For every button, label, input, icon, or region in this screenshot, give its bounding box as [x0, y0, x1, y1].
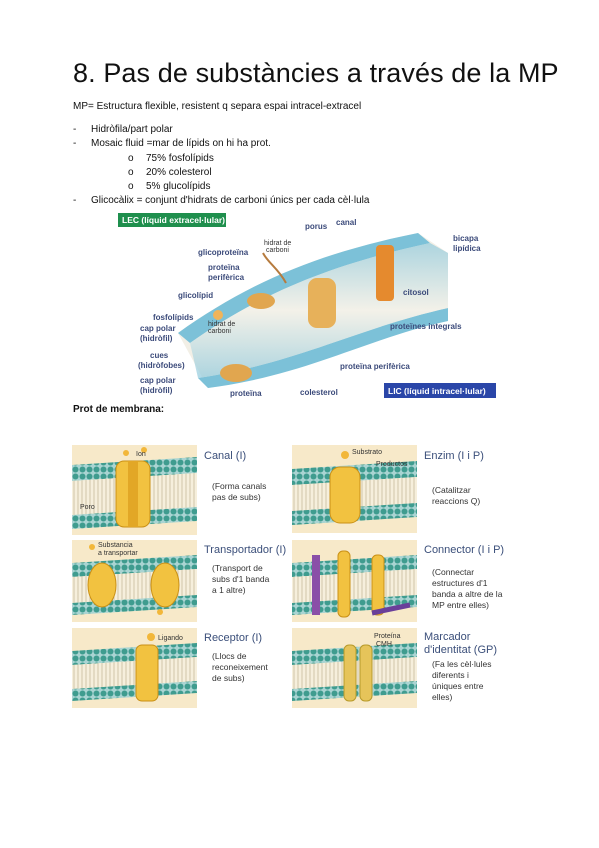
- peripheral-protein: [247, 293, 275, 309]
- protein-panels: Ion Poro Canal (I) (Forma canals pas de …: [72, 445, 504, 708]
- label-hidrat-small-2: carboni: [208, 328, 231, 335]
- inner-heads: [198, 308, 448, 388]
- label-perif-bottom: proteïna perifèrica: [340, 362, 410, 371]
- protein-desc: (Fa les cèl·lules: [432, 659, 492, 669]
- panel-connector: [292, 540, 417, 622]
- protein-section-title: Prot de membrana:: [73, 404, 165, 415]
- page-title: 8. Pas de substàncies a través de la MP: [73, 58, 559, 88]
- label-perif-1: proteïna: [208, 263, 240, 272]
- panel-canal: Ion Poro: [72, 445, 197, 535]
- label-perif-2: perifèrica: [208, 273, 245, 282]
- protein-name: Receptor (I): [204, 632, 262, 644]
- protein-desc: reaccions Q): [432, 496, 480, 506]
- protein-name: Transportador (I): [204, 544, 286, 556]
- protein-name: Marcador: [424, 631, 471, 643]
- label-bicapa-2: lipídica: [453, 244, 481, 253]
- label-productos: Productos: [376, 461, 408, 468]
- protein-desc: reconeixement: [212, 662, 268, 672]
- glycolipid-mark: [213, 310, 223, 320]
- label-ion: Ion: [136, 451, 146, 458]
- protein-desc: banda a altre de la: [432, 589, 503, 599]
- label-cap-polar-1: cap polar: [140, 324, 176, 333]
- panel-marcador: Proteína CMH: [292, 628, 417, 708]
- label-bicapa-1: bicapa: [453, 234, 479, 243]
- outer-heads: [178, 233, 430, 343]
- panel-transportador: Substancia a transportar: [72, 540, 197, 622]
- label-poro: Poro: [80, 504, 95, 511]
- membrane-definition: MP= Estructura flexible, resistent q sep…: [73, 101, 362, 112]
- lic-label: LIC (líquid intracel·lular): [388, 386, 486, 396]
- label-a-transportar: a transportar: [98, 550, 138, 557]
- label-hidrat-1: hidrat de: [264, 240, 291, 247]
- protein-name: Connector (I i P): [424, 544, 504, 556]
- lic-banner: [384, 383, 496, 398]
- label-colesterol: colesterol: [300, 388, 338, 397]
- protein-desc: pas de subs): [212, 492, 261, 502]
- protein-desc: diferents i: [432, 670, 469, 680]
- protein-desc: (Forma canals: [212, 481, 266, 491]
- channel-protein: [376, 245, 394, 301]
- protein-desc: subs d'1 banda: [212, 574, 270, 584]
- label-hidrat-small-1: hidrat de: [208, 321, 235, 328]
- protein-desc: estructures d'1: [432, 578, 488, 588]
- label-hidrofobes: (hidròfobes): [138, 361, 185, 370]
- label-substrato: Substrato: [352, 449, 382, 456]
- label-cues: cues: [150, 351, 169, 360]
- protein-desc: a 1 altre): [212, 585, 246, 595]
- lec-banner: [118, 213, 226, 227]
- membrane-diagram: LEC (líquid extracel·lular) glicoproteïn…: [118, 213, 496, 398]
- protein-desc: (Transport de: [212, 563, 263, 573]
- peripheral-protein-bottom: [220, 364, 252, 382]
- label-proteina: Proteína: [374, 633, 401, 640]
- protein-desc: (Llocs de: [212, 651, 247, 661]
- label-glicolipid: glicolípid: [178, 291, 213, 300]
- panel-receptor: Ligando: [72, 628, 197, 708]
- label-integrals: proteïnes integrals: [390, 322, 462, 331]
- label-fosfolipids: fosfolípids: [153, 313, 194, 322]
- label-cap-polar-2: cap polar: [140, 376, 176, 385]
- label-glicoproteina: glicoproteïna: [198, 248, 249, 257]
- label-cmh: CMH: [376, 641, 392, 648]
- protein-name: Canal (I): [204, 450, 246, 462]
- label-porus: porus: [305, 222, 328, 231]
- protein-desc: de subs): [212, 673, 245, 683]
- protein-desc: elles): [432, 692, 452, 702]
- label-ligando: Ligando: [158, 635, 183, 642]
- protein-desc: MP entre elles): [432, 600, 489, 610]
- label-hidrofil-2: (hidròfil): [140, 386, 173, 395]
- lec-label: LEC (líquid extracel·lular): [122, 215, 225, 225]
- protein-name: Enzim (I i P): [424, 450, 484, 462]
- integral-protein: [308, 278, 336, 328]
- panel-enzim: Substrato Productos: [292, 445, 417, 533]
- protein-name-2: d'identitat (GP): [424, 644, 497, 656]
- label-citosol: citosol: [403, 288, 429, 297]
- protein-desc: úniques entre: [432, 681, 484, 691]
- protein-desc: (Catalitzar: [432, 485, 471, 495]
- label-hidrofil: (hidròfil): [140, 334, 173, 343]
- glycoprotein-chain: [262, 252, 287, 284]
- label-canal: canal: [336, 218, 356, 227]
- label-proteina: proteïna: [230, 389, 262, 398]
- protein-desc: (Connectar: [432, 567, 474, 577]
- label-substancia: Substancia: [98, 542, 133, 549]
- label-hidrat-2: carboni: [266, 247, 289, 254]
